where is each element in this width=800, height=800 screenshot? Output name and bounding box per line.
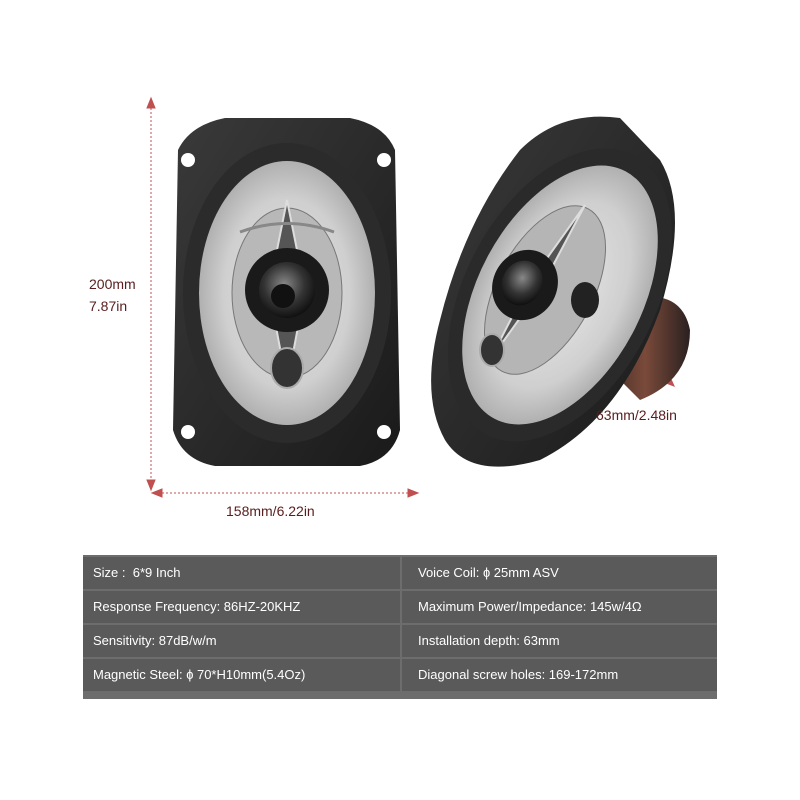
spec-sensitivity: Sensitivity: 87dB/w/m	[83, 625, 400, 657]
screw-hole	[377, 153, 391, 167]
product-photo: 200mm 7.87in 158mm/6.22in 63mm/2.48in	[89, 96, 690, 519]
screw-hole	[181, 153, 195, 167]
spec-screw-holes: Diagonal screw holes: 169-172mm	[402, 659, 717, 691]
speaker-front-view	[173, 118, 400, 466]
spec-max-power: Maximum Power/Impedance: 145w/4Ω	[402, 591, 717, 623]
height-in-label: 7.87in	[89, 298, 128, 314]
speaker-illustration	[146, 96, 690, 498]
spec-response-frequency: Response Frequency: 86HZ-20KHZ	[83, 591, 400, 623]
spec-magnetic-steel: Magnetic Steel: ɸ 70*H10mm(5.4Oz)	[83, 659, 400, 691]
spec-table: Size : 6*9 Inch Voice Coil: ɸ 25mm ASV R…	[83, 555, 717, 699]
width-label: 158mm/6.22in	[226, 503, 315, 519]
spec-voice-coil: Voice Coil: ɸ 25mm ASV	[402, 557, 717, 589]
spec-installation-depth: Installation depth: 63mm	[402, 625, 717, 657]
depth-label: 63mm/2.48in	[596, 407, 677, 423]
table-row: Sensitivity: 87dB/w/m Installation depth…	[83, 625, 717, 657]
height-mm-label: 200mm	[89, 276, 136, 292]
screw-hole	[377, 425, 391, 439]
table-row: Magnetic Steel: ɸ 70*H10mm(5.4Oz) Diagon…	[83, 659, 717, 691]
spec-size: Size : 6*9 Inch	[83, 557, 400, 589]
screw-hole	[181, 425, 195, 439]
speaker-side-view	[431, 116, 690, 467]
table-row: Response Frequency: 86HZ-20KHZ Maximum P…	[83, 591, 717, 623]
table-row: Size : 6*9 Inch Voice Coil: ɸ 25mm ASV	[83, 557, 717, 589]
